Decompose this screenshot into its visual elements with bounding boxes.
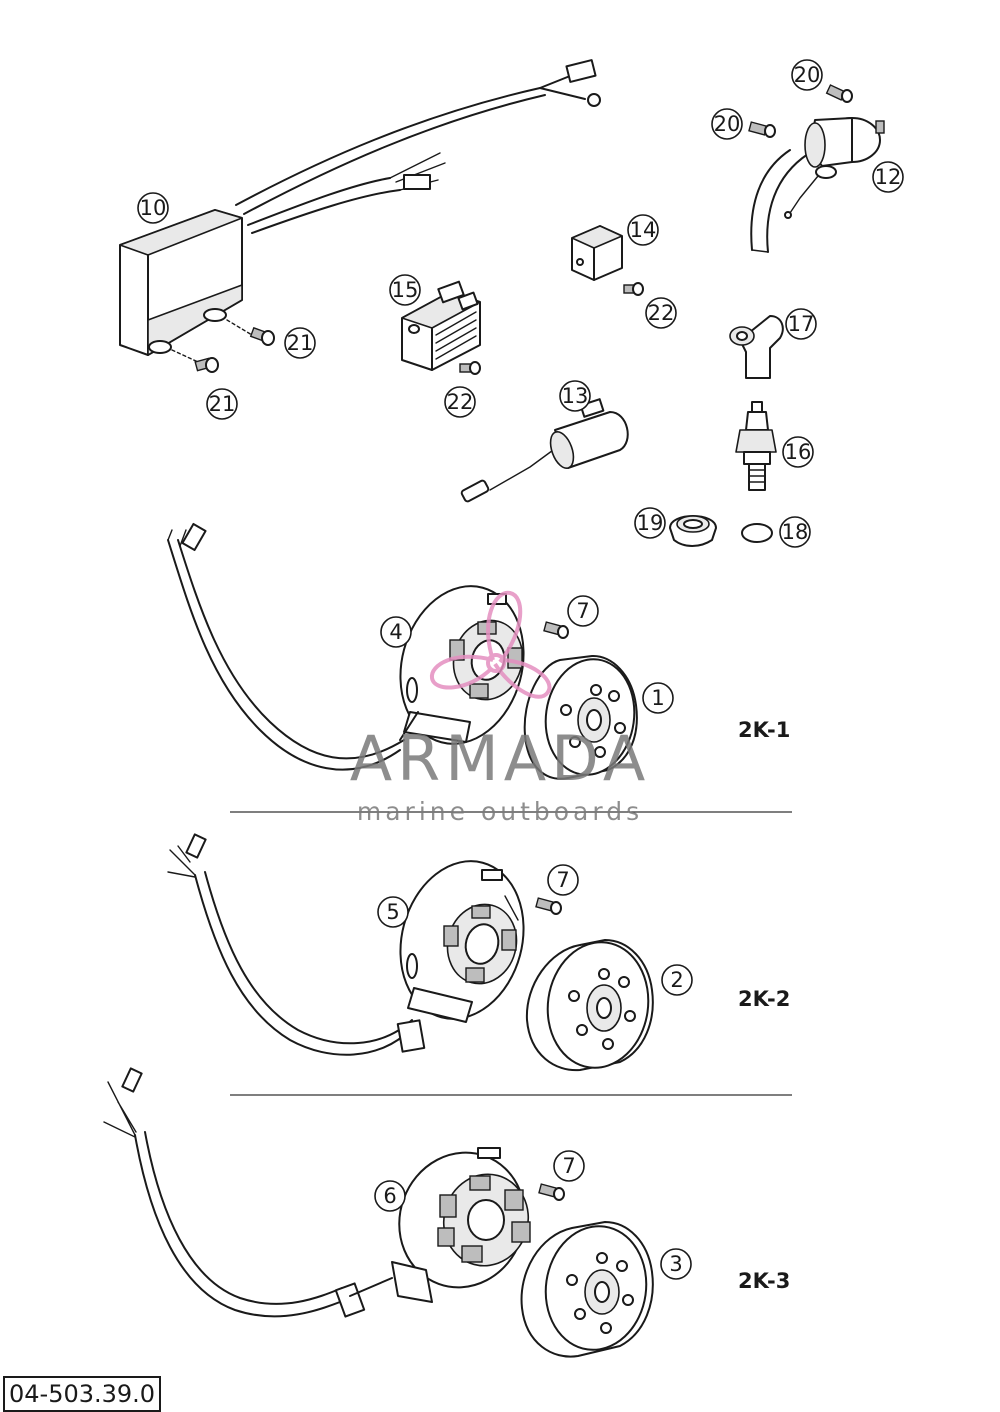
bolt-20a (825, 84, 853, 103)
callout-1: 1 (642, 682, 674, 714)
flywheel-2k3 (520, 1221, 654, 1358)
svg-text:10: 10 (140, 196, 167, 220)
svg-text:15: 15 (392, 278, 419, 302)
svg-text:14: 14 (630, 218, 657, 242)
svg-text:4: 4 (389, 620, 402, 644)
svg-text:3: 3 (669, 1252, 682, 1276)
flywheel-2k2 (525, 939, 654, 1072)
rubber-boot (669, 515, 717, 547)
callout-4: 4 (380, 616, 412, 648)
watermark-title: ARMADA (350, 722, 650, 795)
stator-plate-2k3 (103, 1067, 531, 1318)
callout-20a: 20 (791, 59, 823, 91)
propeller-logo (429, 590, 552, 699)
svg-text:19: 19 (637, 511, 664, 535)
bolt-7a (543, 621, 569, 639)
bolt-21a (226, 319, 275, 346)
svg-text:22: 22 (648, 301, 675, 325)
svg-text:20: 20 (714, 112, 741, 136)
bolt-21b (171, 349, 219, 373)
svg-text:7: 7 (562, 1154, 575, 1178)
callout-21b: 21 (206, 388, 238, 420)
callout-21a: 21 (284, 327, 316, 359)
pulse-generator (460, 398, 629, 503)
callout-6: 6 (374, 1180, 406, 1212)
callout-5: 5 (377, 896, 409, 928)
svg-text:17: 17 (788, 312, 815, 336)
bolt-7c (538, 1183, 565, 1201)
svg-text:6: 6 (383, 1184, 396, 1208)
spark-plug-cap (729, 315, 784, 379)
callout-10: 10 (137, 192, 169, 224)
flywheel-2k1 (523, 654, 638, 780)
callout-3: 3 (660, 1248, 692, 1280)
watermark: ARMADA marine outboards (350, 590, 650, 826)
callout-20b: 20 (711, 108, 743, 140)
svg-text:18: 18 (782, 520, 809, 544)
voltage-regulator (401, 280, 481, 371)
callout-14: 14 (627, 214, 659, 246)
svg-text:1: 1 (651, 686, 664, 710)
bolt-7b (535, 897, 562, 915)
callout-12: 12 (872, 161, 904, 193)
bolt-20b (748, 121, 776, 138)
callout-13: 13 (559, 380, 591, 412)
stator-plate-2k1 (167, 522, 525, 771)
svg-text:12: 12 (875, 165, 902, 189)
spark-plug (735, 401, 777, 491)
ignition-coil (750, 117, 885, 253)
svg-text:21: 21 (287, 331, 314, 355)
relay (571, 225, 623, 281)
callout-15: 15 (389, 274, 421, 306)
svg-text:2: 2 (670, 968, 683, 992)
callout-7c: 7 (553, 1150, 585, 1182)
variant-label-2k3: 2K-3 (738, 1269, 790, 1293)
svg-text:22: 22 (447, 390, 474, 414)
callout-2: 2 (661, 964, 693, 996)
svg-text:21: 21 (209, 392, 236, 416)
callout-18: 18 (779, 516, 811, 548)
svg-text:7: 7 (556, 868, 569, 892)
callout-22b: 22 (444, 386, 476, 418)
cdi-unit (119, 59, 601, 356)
callout-22a: 22 (645, 297, 677, 329)
stator-plate-2k2 (167, 833, 525, 1056)
callout-7b: 7 (547, 864, 579, 896)
callout-7a: 7 (567, 595, 599, 627)
screw-22a (623, 282, 644, 296)
washer (741, 523, 773, 543)
screw-22b (459, 361, 481, 375)
svg-text:7: 7 (576, 599, 589, 623)
svg-text:16: 16 (785, 440, 812, 464)
svg-text:5: 5 (386, 900, 399, 924)
callout-19: 19 (634, 507, 666, 539)
callout-16: 16 (782, 436, 814, 468)
variant-label-2k2: 2K-2 (738, 987, 790, 1011)
variant-label-2k1: 2K-1 (738, 718, 790, 742)
svg-text:13: 13 (562, 384, 589, 408)
watermark-subtitle: marine outboards (357, 797, 643, 826)
svg-text:20: 20 (794, 63, 821, 87)
document-number: 04-503.39.0 (3, 1376, 162, 1412)
callout-17: 17 (785, 308, 817, 340)
